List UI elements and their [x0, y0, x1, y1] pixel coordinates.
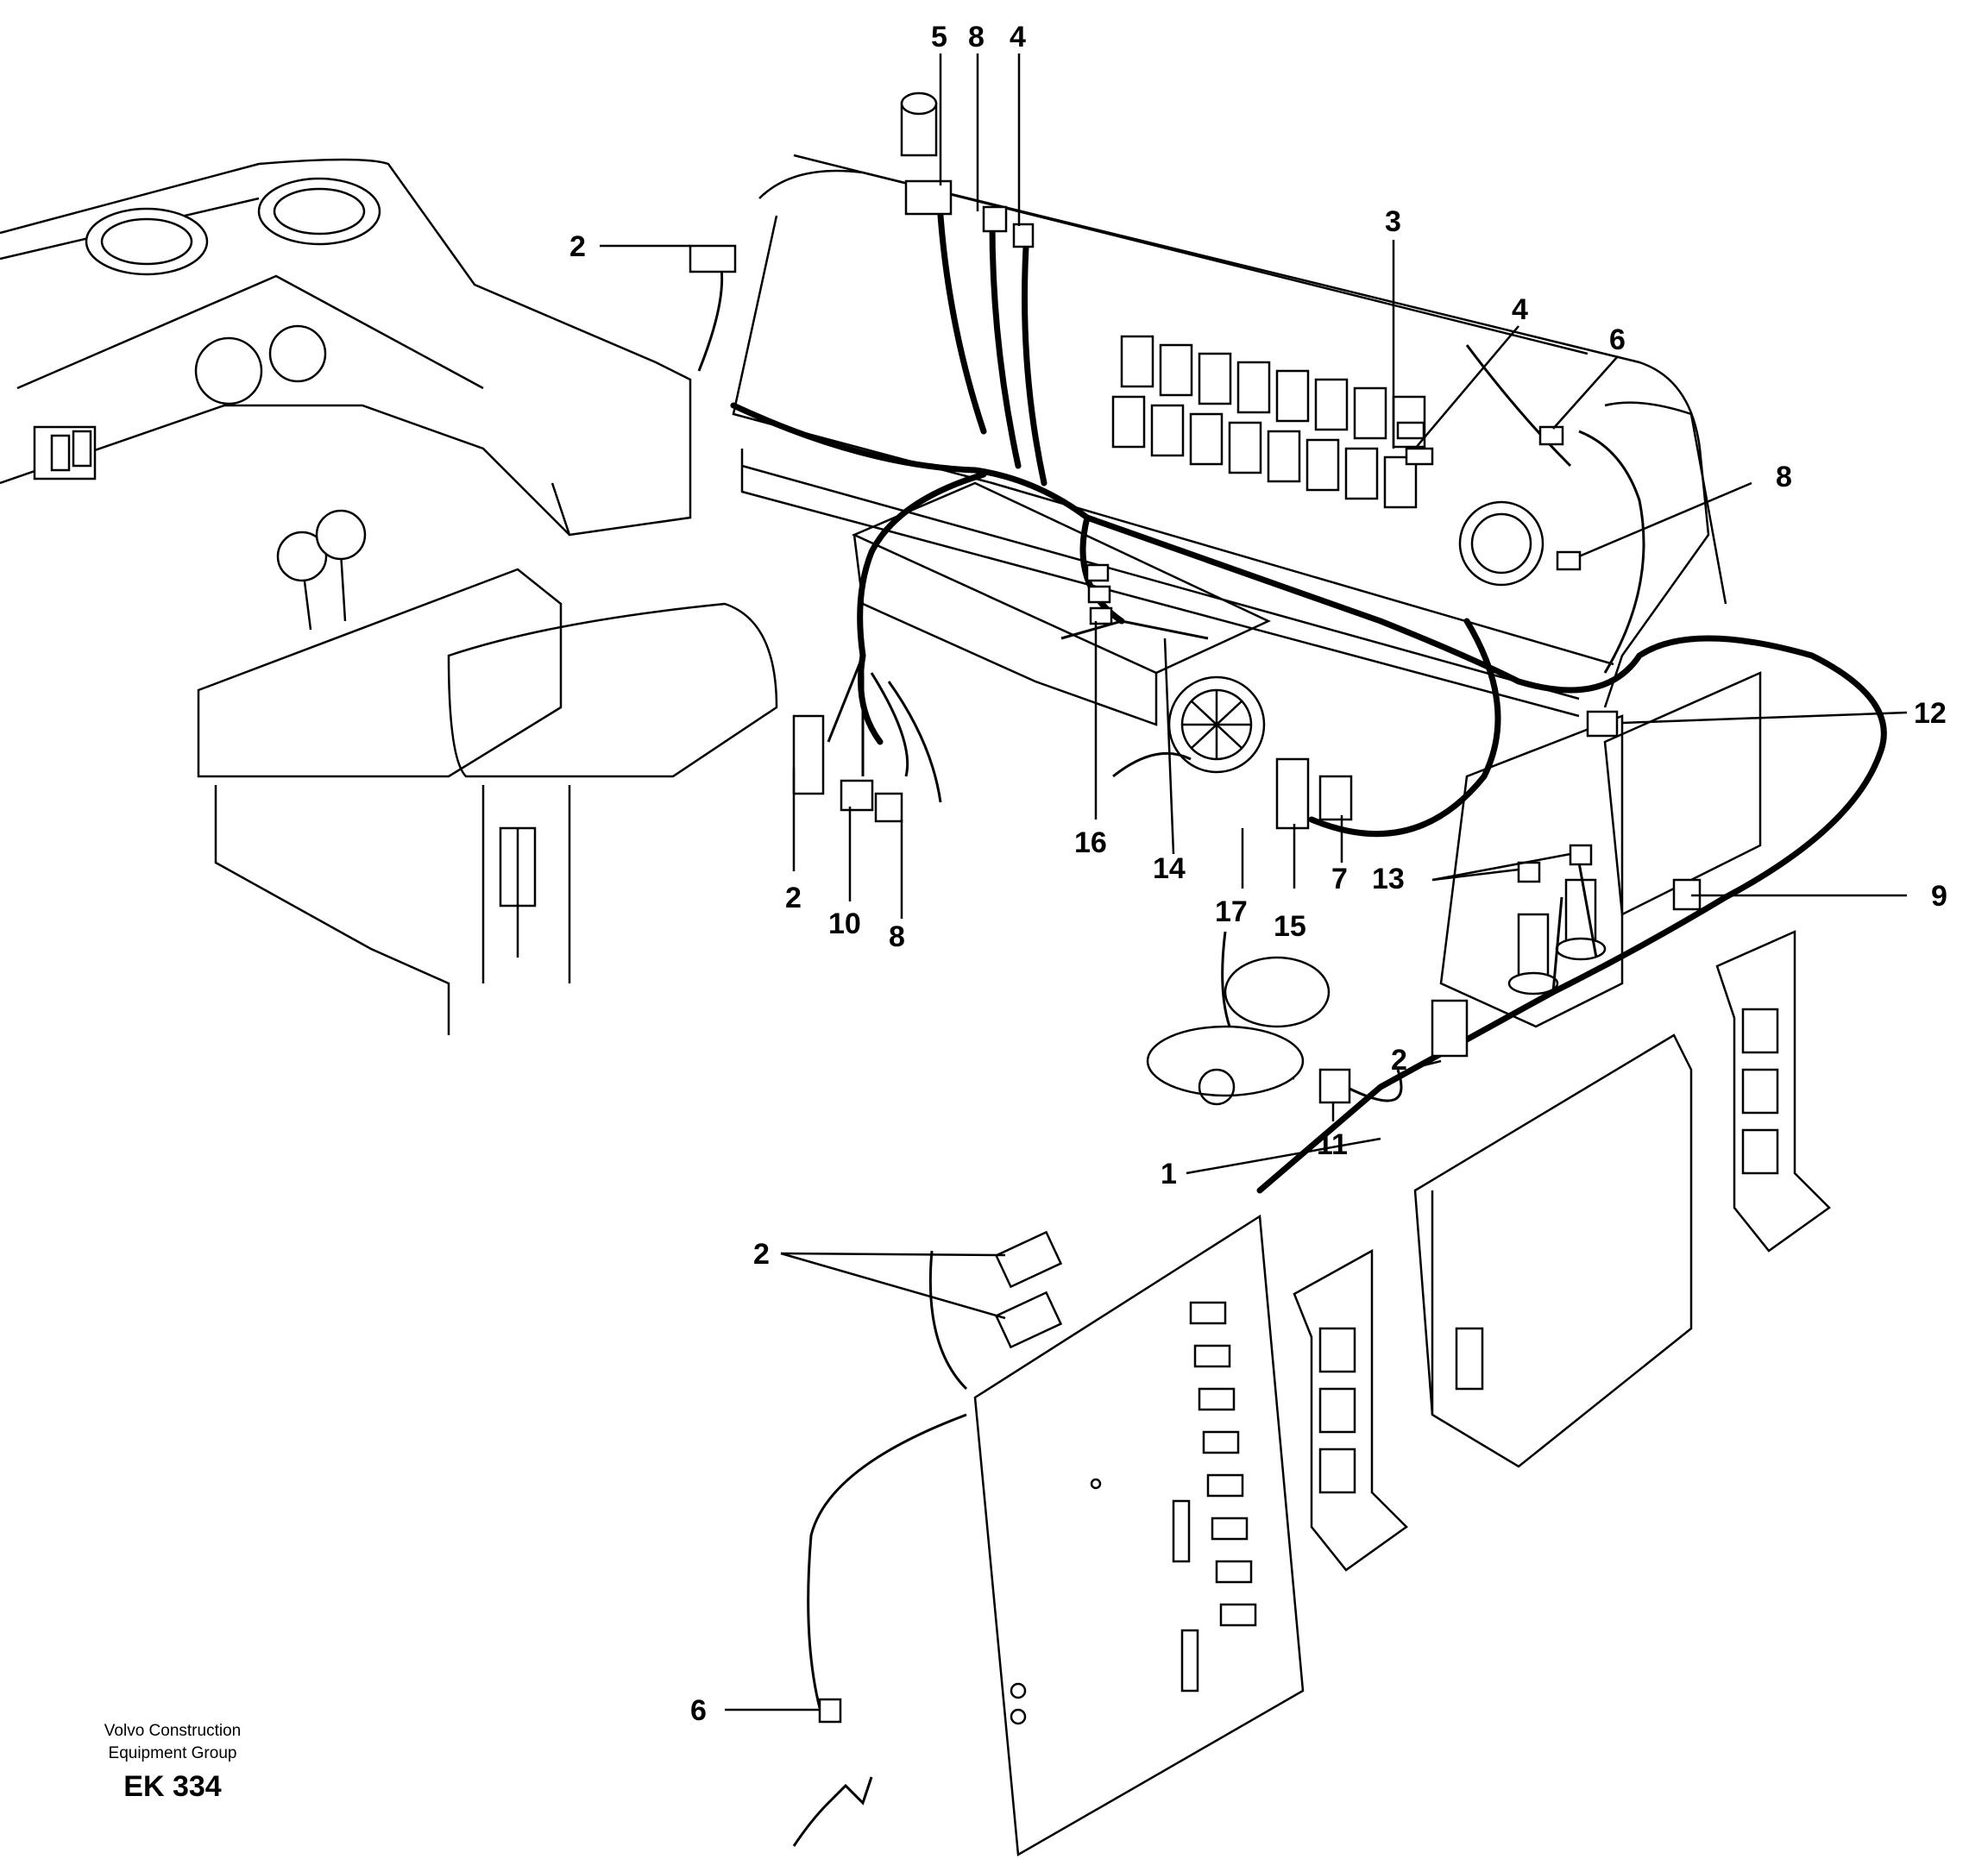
- circuit-board: [973, 1214, 1305, 1857]
- dashboard-panel: [732, 91, 1727, 774]
- connectors: [689, 179, 1702, 1847]
- callout-2-left-harness: 2: [785, 882, 802, 914]
- callout-4-top: 4: [1010, 21, 1026, 53]
- callout-8-left: 8: [889, 920, 905, 953]
- credit-line-2: Equipment Group: [109, 1744, 237, 1762]
- callout-13: 13: [1372, 863, 1405, 895]
- callout-4-right: 4: [1512, 293, 1528, 326]
- callout-12: 12: [1914, 697, 1947, 730]
- credit-line-1: Volvo Construction: [104, 1722, 241, 1740]
- callout-10: 10: [828, 908, 861, 940]
- switch-bank: [1111, 335, 1426, 509]
- callout-6-top: 6: [1609, 323, 1626, 356]
- callout-2-center: 2: [1391, 1044, 1407, 1077]
- credit-block: Volvo Construction Equipment Group EK 33…: [104, 1722, 241, 1803]
- callout-17: 17: [1215, 895, 1248, 928]
- cab-console: [0, 158, 778, 1035]
- wiring-harness: [697, 212, 1887, 1709]
- callout-7: 7: [1331, 863, 1348, 895]
- callout-9: 9: [1931, 880, 1947, 913]
- callout-5: 5: [931, 21, 947, 53]
- callout-3: 3: [1385, 205, 1401, 238]
- callout-labels: 1 2 2 2 2 3 4 4 5 6 6 7 8 8 8 9 10 11 12…: [569, 21, 1947, 1727]
- leader-lines: [600, 53, 1908, 1711]
- control-unit-area: [1293, 671, 1831, 1572]
- callout-16: 16: [1074, 826, 1107, 859]
- callout-6-bottom: 6: [690, 1694, 707, 1727]
- callout-1: 1: [1161, 1158, 1177, 1190]
- callout-15: 15: [1274, 910, 1306, 943]
- callout-2-top-left: 2: [569, 230, 586, 263]
- callout-8-right: 8: [1776, 461, 1792, 493]
- callout-14: 14: [1153, 852, 1186, 885]
- callout-2-board: 2: [753, 1238, 770, 1271]
- document-id: EK 334: [123, 1770, 221, 1803]
- callout-8-top: 8: [968, 21, 985, 53]
- callout-11: 11: [1317, 1128, 1348, 1161]
